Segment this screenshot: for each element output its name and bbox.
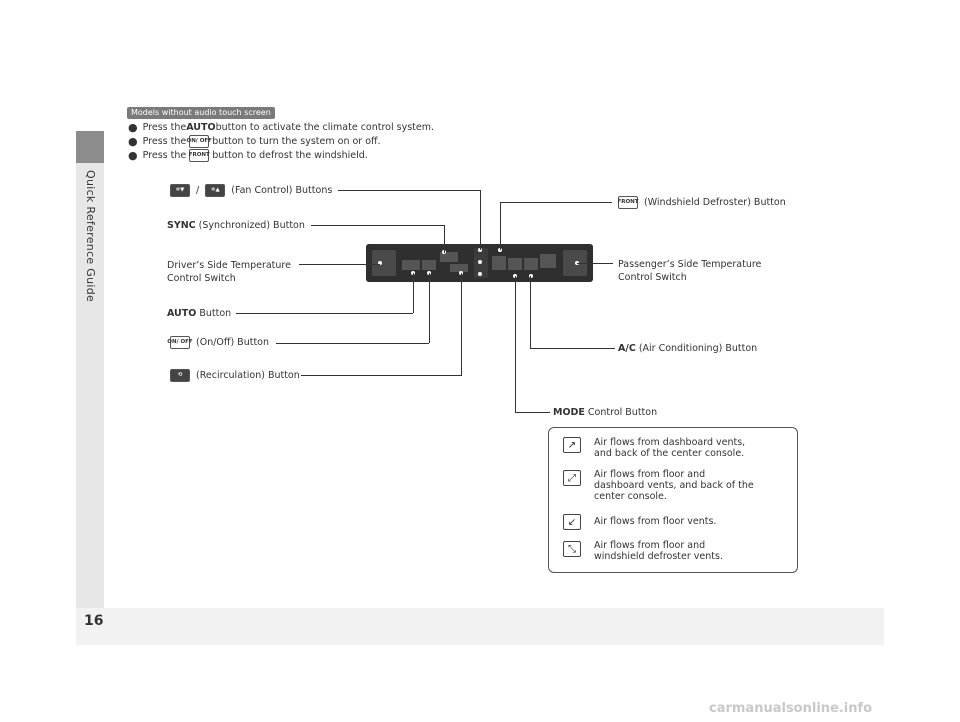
legend-line: Air flows from floor vents. bbox=[594, 516, 717, 527]
sync-button bbox=[440, 252, 458, 262]
fan-label: (Fan Control) Buttons bbox=[231, 185, 333, 196]
callout-sync: SYNC (Synchronized) Button bbox=[167, 219, 305, 232]
ac-label: (Air Conditioning) Button bbox=[635, 343, 758, 354]
fan-up-icon: ✲▲ bbox=[205, 184, 226, 197]
recirc-label: (Recirculation) Button bbox=[196, 370, 300, 381]
fan-down-icon: ✲▼ bbox=[170, 184, 190, 197]
bullet-on-off: ● Press the ON/ OFF button to turn the s… bbox=[128, 135, 381, 148]
page-number: 16 bbox=[84, 613, 104, 629]
legend-item: Air flows from floor and windshield defr… bbox=[594, 540, 723, 562]
sidebar-strip bbox=[76, 131, 104, 608]
bullet-text-post: button to turn the system on or off. bbox=[212, 136, 381, 147]
rear-defrost-button bbox=[540, 254, 556, 268]
on-off-button bbox=[422, 260, 436, 270]
mode-button bbox=[508, 258, 522, 270]
bullet-auto: ● Press the AUTO button to activate the … bbox=[128, 121, 434, 134]
bullet-text-pre: Press the bbox=[142, 150, 187, 161]
floor-defrost-vent-icon: ⤡ bbox=[563, 541, 581, 557]
front-defrost-icon: FRONT bbox=[617, 196, 639, 209]
driver-temp-switch bbox=[372, 250, 396, 276]
callout-passenger-temp: Passenger’s Side Temperature Control Swi… bbox=[618, 258, 761, 284]
on-off-icon: ON/ OFF bbox=[187, 135, 212, 148]
bullet-defrost: ● Press the FRONT button to defrost the … bbox=[128, 149, 368, 162]
front-defrost-icon: FRONT bbox=[189, 149, 210, 162]
legend-line: Air flows from dashboard vents, bbox=[594, 437, 746, 448]
dash-vent-icon: ↗ bbox=[563, 437, 581, 453]
legend-line: dashboard vents, and back of the bbox=[594, 480, 754, 491]
bullet-dot: ● bbox=[128, 149, 138, 162]
on-off-icon: ON/ OFF bbox=[167, 336, 193, 349]
legend-item: Air flows from floor vents. bbox=[594, 516, 716, 527]
sidebar-tab bbox=[76, 131, 104, 163]
climate-control-panel bbox=[366, 244, 593, 282]
mode-label: Control Button bbox=[584, 407, 658, 418]
recirc-button bbox=[450, 264, 468, 272]
callout-driver-temp: Driver’s Side Temperature Control Switch bbox=[167, 259, 291, 285]
watermark: carmanualsonline.info bbox=[709, 701, 873, 716]
on-off-label: (On/Off) Button bbox=[196, 337, 270, 348]
windshield-button bbox=[492, 256, 506, 270]
legend-line: Air flows from floor and bbox=[594, 540, 706, 551]
callout-mode: MODE Control Button bbox=[553, 406, 657, 419]
auto-button bbox=[402, 260, 420, 270]
floor-dash-vent-icon: ⤢ bbox=[563, 470, 581, 486]
bullet-text-post: button to activate the climate control s… bbox=[215, 122, 435, 133]
legend-line: center console. bbox=[594, 491, 667, 502]
ac-button bbox=[524, 258, 538, 270]
mode-keyword: MODE bbox=[553, 407, 585, 418]
airflow-legend: ↗ Air flows from dashboard vents, and ba… bbox=[548, 427, 798, 573]
driver-temp-line1: Driver’s Side Temperature bbox=[167, 260, 291, 271]
bullet-auto-keyword: AUTO bbox=[186, 122, 216, 133]
bullet-dot: ● bbox=[128, 135, 138, 148]
callout-fan-control: ✲▼ / ✲▲ (Fan Control) Buttons bbox=[167, 184, 332, 197]
passenger-temp-line2: Control Switch bbox=[618, 272, 687, 283]
bullet-dot: ● bbox=[128, 121, 138, 134]
fan-separator: / bbox=[196, 185, 200, 196]
callout-recirculation: ⟲ (Recirculation) Button bbox=[167, 369, 300, 382]
legend-line: windshield defroster vents. bbox=[594, 551, 723, 562]
legend-item: Air flows from floor and dashboard vents… bbox=[594, 469, 754, 502]
floor-vent-icon: ↙ bbox=[563, 514, 581, 530]
callout-windshield-defroster: FRONT (Windshield Defroster) Button bbox=[615, 196, 786, 209]
sidebar-title: Quick Reference Guide bbox=[84, 170, 97, 303]
bullet-text-pre: Press the bbox=[142, 122, 187, 133]
passenger-temp-line1: Passenger’s Side Temperature bbox=[618, 259, 762, 270]
driver-temp-line2: Control Switch bbox=[167, 273, 236, 284]
sync-keyword: SYNC bbox=[167, 220, 196, 231]
model-badge: Models without audio touch screen bbox=[127, 107, 275, 119]
legend-line: and back of the center console. bbox=[594, 448, 745, 459]
auto-label: Button bbox=[196, 308, 232, 319]
auto-keyword: AUTO bbox=[167, 308, 197, 319]
recirculation-icon: ⟲ bbox=[170, 369, 190, 382]
callout-auto: AUTO Button bbox=[167, 307, 231, 320]
callout-ac: A/C (Air Conditioning) Button bbox=[618, 342, 757, 355]
legend-line: Air flows from floor and bbox=[594, 469, 706, 480]
bullet-text-pre: Press the bbox=[142, 136, 187, 147]
sync-label: (Synchronized) Button bbox=[195, 220, 305, 231]
ac-keyword: A/C bbox=[618, 343, 636, 354]
bullet-text-post: button to defrost the windshield. bbox=[212, 150, 368, 161]
callout-on-off: ON/ OFF (On/Off) Button bbox=[167, 336, 269, 349]
windshield-label: (Windshield Defroster) Button bbox=[644, 197, 786, 208]
legend-item: Air flows from dashboard vents, and back… bbox=[594, 437, 745, 459]
